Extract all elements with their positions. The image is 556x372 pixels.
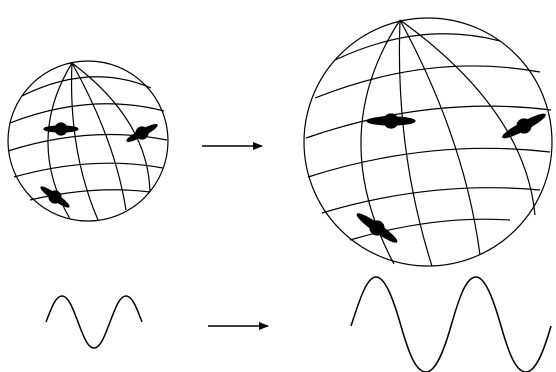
large-sphere-latitude-5 <box>322 188 540 213</box>
marker-dot-icon <box>384 114 398 128</box>
small-wave <box>46 296 142 348</box>
marker-dot-icon <box>55 123 67 135</box>
large-sphere <box>304 18 552 266</box>
marker-dot-icon <box>136 127 148 139</box>
small-sphere-longitudes <box>48 63 150 220</box>
marker-dot-icon <box>517 119 531 133</box>
large-sphere-latitudes <box>306 34 551 240</box>
large-wave <box>351 277 551 372</box>
marker-dot-icon <box>49 191 61 203</box>
small-sphere-latitude-1 <box>22 77 151 96</box>
large-sphere-marker-1 <box>367 114 415 128</box>
large-sphere-latitude-1 <box>335 34 500 60</box>
large-sphere-marker-3 <box>355 211 399 245</box>
large-sphere-longitude-2 <box>399 20 432 266</box>
large-sphere-marker-2 <box>501 111 547 141</box>
large-sphere-markers <box>355 111 547 245</box>
small-sphere-latitude-4 <box>14 163 163 177</box>
large-sphere-longitudes <box>361 20 535 266</box>
small-sphere-longitude-4 <box>72 63 150 192</box>
small-sphere-markers <box>39 122 158 209</box>
large-sphere-longitude-4 <box>400 20 535 215</box>
large-sphere-latitude-4 <box>308 148 550 177</box>
large-sphere-outline <box>304 18 552 266</box>
small-sphere-latitude-2 <box>10 104 164 123</box>
marker-dot-icon <box>370 221 384 235</box>
small-sphere <box>8 61 168 221</box>
large-sphere-latitude-2 <box>315 66 540 98</box>
